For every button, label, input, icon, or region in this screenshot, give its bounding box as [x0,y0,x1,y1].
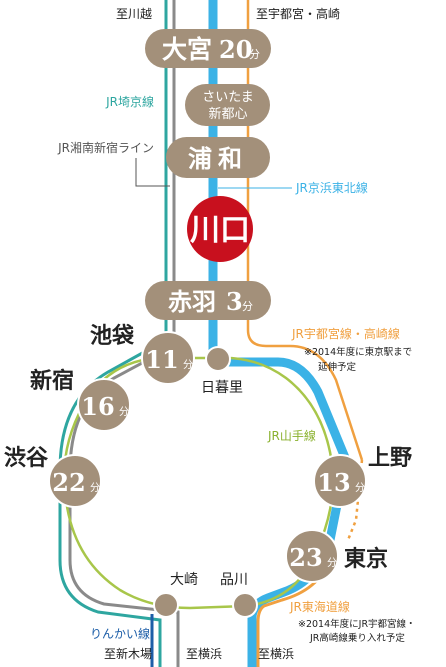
station-saitama-line1: さいたま [202,90,254,105]
shonan-shinjuku-leader [135,158,170,187]
label-utsunomiya-takasaki: JR宇都宮線・高崎線 [291,326,400,341]
station-saitama-line2: 新都心 [208,106,247,122]
station-shibuya [48,454,102,508]
station-ikebukuro [141,331,195,385]
label-shonan-shinjuku: JR湘南新宿ライン [57,140,154,155]
station-tokyo-unit: 分 [327,557,337,569]
station-osaki [153,592,179,618]
station-osaki-name: 大崎 [170,572,198,588]
station-ueno-name: 上野 [368,445,412,471]
station-urawa [166,137,270,178]
label-tokaido: JR東海道線 [289,599,350,614]
station-ueno [313,454,367,508]
station-tokyo-name: 東京 [344,546,388,572]
direction-shinkiba: 至新木場 [104,646,152,661]
station-akabane-name: 赤羽 [168,287,216,316]
station-saitama-shintoshin [185,84,270,126]
station-tokyo [285,529,339,583]
station-kawaguchi-name: 川口 [190,213,250,248]
station-ikebukuro-name: 池袋 [90,323,135,349]
station-ikebukuro-time: 11 [145,345,178,374]
note-utsunomiya-1: ※2014年度に東京駅まで [304,346,412,358]
station-omiya-name: 大宮 [162,35,212,64]
direction-yokohama-2: 至横浜 [258,647,294,661]
station-shibuya-unit: 分 [90,482,100,494]
station-kawaguchi [187,196,253,262]
station-urawa-name: 浦和 [188,144,248,173]
station-shinjuku [77,378,131,432]
note-utsunomiya-2: 延伸予定 [318,361,357,373]
station-shinjuku-unit: 分 [119,406,129,418]
station-ueno-time: 13 [317,468,350,497]
station-akabane-time: 3 [226,287,243,316]
note-tokaido-1: ※2014年度にJR宇都宮線・ [298,618,416,630]
label-rinkai: りんかい線 [90,626,150,641]
station-shinagawa-name: 品川 [220,572,248,588]
station-shinjuku-time: 16 [81,392,114,421]
note-tokaido-2: JR高崎線乗り入れ予定 [309,632,405,644]
station-shibuya-time: 22 [52,468,85,497]
station-omiya-time: 20 [219,35,252,64]
station-tokyo-time: 23 [289,543,322,572]
station-shibuya-name: 渋谷 [4,445,49,471]
label-saikyo: JR埼京線 [105,94,154,109]
station-shinjuku-name: 新宿 [30,368,74,394]
direction-yokohama-1: 至横浜 [186,647,222,661]
direction-utsunomiya-takasaki: 至宇都宮・高崎 [256,6,340,21]
label-keihin-tohoku: JR京浜東北線 [295,180,368,195]
yamanote-line [62,356,335,610]
station-nippori-name: 日暮里 [201,380,243,396]
station-ueno-unit: 分 [355,482,365,494]
station-ikebukuro-unit: 分 [183,359,193,371]
label-yamanote: JR山手線 [267,428,316,443]
station-akabane-unit: 分 [242,300,253,313]
utsunomiya-takasaki-line [246,0,364,461]
station-omiya [145,29,271,68]
station-nippori [205,346,231,372]
station-omiya-unit: 分 [249,48,260,61]
station-akabane [145,281,271,320]
direction-kawagoe: 至川越 [116,7,152,21]
station-shinagawa [232,592,258,618]
